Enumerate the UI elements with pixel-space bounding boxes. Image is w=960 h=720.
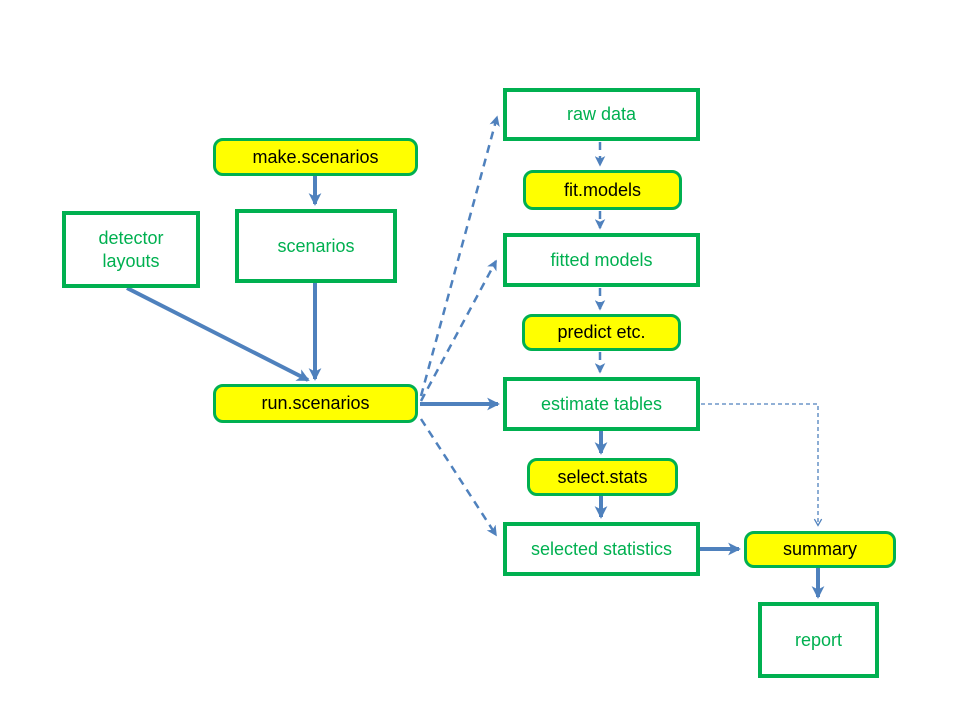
node-summary: summary bbox=[744, 531, 896, 568]
dashed-arrow-run-scenarios-to-selected-statistics bbox=[419, 418, 498, 537]
node-make-scenarios: make.scenarios bbox=[213, 138, 418, 176]
node-predict-etc: predict etc. bbox=[522, 314, 681, 351]
dashed-arrow-run-scenarios-to-fitted-models bbox=[419, 259, 498, 402]
node-estimate-tables-label: estimate tables bbox=[540, 393, 663, 414]
node-report-label: report bbox=[794, 629, 843, 650]
node-raw-data: raw data bbox=[503, 88, 700, 141]
node-report: report bbox=[758, 602, 879, 678]
node-estimate-tables: estimate tables bbox=[503, 377, 700, 431]
dashed-arrow-run-scenarios-to-raw-data bbox=[419, 115, 500, 397]
node-fitted-models: fitted models bbox=[503, 233, 700, 287]
node-select-stats-label: select.stats bbox=[557, 466, 648, 487]
node-selected-statistics-label: selected statistics bbox=[530, 538, 673, 559]
node-scenarios-label: scenarios bbox=[277, 235, 355, 256]
node-detector-layouts-label: detector layouts bbox=[98, 228, 164, 271]
node-run-scenarios-label: run.scenarios bbox=[261, 393, 370, 414]
arrow-detector-layouts-to-run-scenarios bbox=[126, 286, 310, 382]
node-make-scenarios-label: make.scenarios bbox=[252, 146, 379, 167]
node-detector-layouts: detector layouts bbox=[62, 211, 200, 288]
node-fitted-models-label: fitted models bbox=[550, 249, 653, 270]
node-fit-models-label: fit.models bbox=[563, 179, 642, 200]
node-fit-models: fit.models bbox=[523, 170, 682, 210]
node-select-stats: select.stats bbox=[527, 458, 678, 496]
node-raw-data-label: raw data bbox=[566, 104, 637, 125]
thin-dashed-arrow-estimate-tables-to-summary bbox=[701, 403, 823, 527]
node-selected-statistics: selected statistics bbox=[503, 522, 700, 576]
node-summary-label: summary bbox=[782, 539, 857, 560]
node-scenarios: scenarios bbox=[235, 209, 397, 283]
node-run-scenarios: run.scenarios bbox=[213, 384, 418, 423]
node-predict-etc-label: predict etc. bbox=[557, 322, 646, 343]
